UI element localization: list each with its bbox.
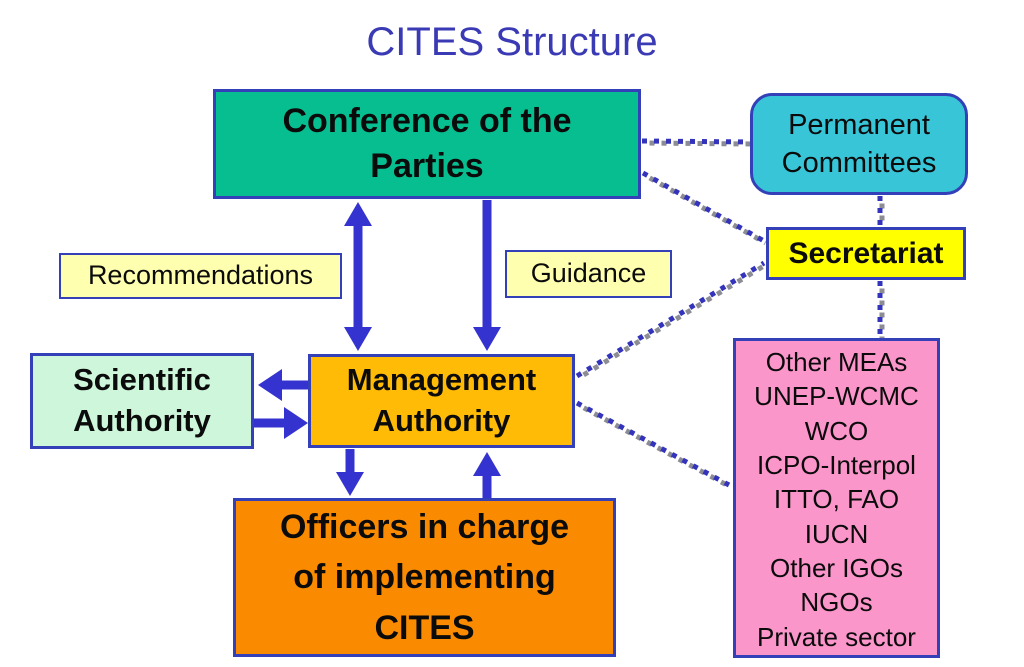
box-partner-organizations: Other MEAs UNEP-WCMC WCO ICPO-Interpol I… (733, 338, 940, 658)
dotted-link-conference-secretariat (641, 170, 767, 246)
box-label-line: Committees (781, 147, 937, 179)
box-label-line: Recommendations (87, 260, 314, 291)
arrow-conference-management-down (473, 200, 501, 351)
label-guidance: Guidance (505, 250, 672, 298)
box-management-authority: Management Authority (308, 354, 575, 448)
partner-item: IUCN (804, 518, 869, 549)
partner-item: NGOs (800, 587, 873, 618)
box-label-line: Secretariat (788, 236, 944, 270)
box-label-line: Conference of the (282, 102, 572, 141)
dotted-link-management-partners (575, 400, 732, 490)
box-label-line: of implementing (293, 558, 556, 597)
partner-item: Other IGOs (770, 552, 903, 583)
arrow-management-scientific-left (258, 369, 308, 401)
diagram-title: CITES Structure (366, 20, 658, 64)
box-label-line: Guidance (530, 258, 647, 289)
partner-item: Private sector (757, 621, 916, 652)
box-permanent-committees: Permanent Committees (750, 93, 968, 195)
arrow-conference-management-double (344, 202, 372, 351)
arrow-management-officers-down (336, 449, 364, 496)
box-scientific-authority: Scientific Authority (30, 353, 254, 449)
partner-item: WCO (804, 415, 869, 446)
partner-item: Other MEAs (765, 347, 908, 377)
dotted-link-permanent-secretariat (877, 196, 885, 229)
dotted-link-conference-permanent (641, 138, 754, 147)
box-label-line: Management (346, 362, 537, 398)
box-label-line: Officers in charge (279, 508, 570, 547)
label-recommendations: Recommendations (59, 253, 342, 299)
box-secretariat: Secretariat (766, 227, 966, 280)
box-label-line: Parties (370, 147, 484, 185)
box-officers-implementing-cites: Officers in charge of implementing CITES (233, 498, 616, 657)
dotted-link-management-secretariat (575, 260, 767, 381)
dotted-link-secretariat-partners (877, 281, 885, 339)
box-label-line: Scientific (73, 362, 211, 398)
arrow-scientific-management-right (254, 407, 308, 439)
partner-item: ITTO, FAO (773, 484, 900, 515)
box-label-line: Permanent (788, 108, 930, 141)
partner-item: UNEP-WCMC (754, 381, 919, 412)
box-label-line: CITES (374, 608, 475, 647)
box-label-line: Authority (73, 403, 211, 438)
partner-item: ICPO-Interpol (757, 449, 916, 480)
arrow-officers-management-up (473, 452, 501, 499)
box-label-line: Authority (372, 403, 511, 438)
box-conference-of-the-parties: Conference of the Parties (213, 89, 641, 199)
